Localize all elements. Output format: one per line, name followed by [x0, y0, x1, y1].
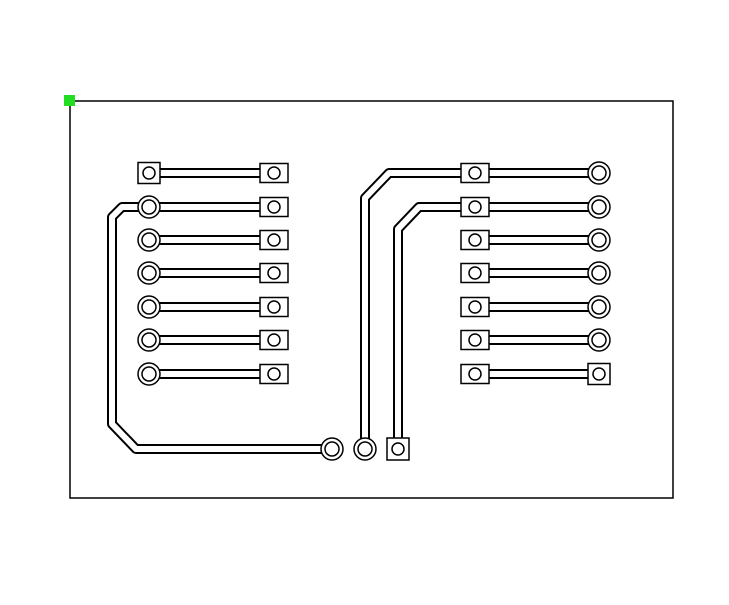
- pad-drill-hole: [142, 166, 156, 180]
- left-end-pad-2: [259, 196, 289, 218]
- left-pin-6: [137, 328, 161, 352]
- route-trace-1: [107, 202, 332, 454]
- right-pin-4: [587, 261, 611, 285]
- left-pin-1-square: [137, 161, 161, 185]
- pad-layer: [137, 161, 611, 461]
- left-end-pad-6: [259, 329, 289, 351]
- route-trace-2: [360, 168, 475, 449]
- right-pin-3: [587, 228, 611, 252]
- bottom-pin-3-square: [386, 437, 410, 461]
- pad-drill-hole: [468, 166, 482, 180]
- right-end-pad-1: [460, 162, 490, 184]
- right-end-pad-5: [460, 296, 490, 318]
- pad-drill-hole: [591, 332, 607, 348]
- left-pin-4: [137, 261, 161, 285]
- right-end-pad-3: [460, 229, 490, 251]
- pad-drill-hole: [591, 199, 607, 215]
- pad-drill-hole: [267, 300, 281, 314]
- right-end-pad-7: [460, 363, 490, 385]
- pad-drill-hole: [468, 266, 482, 280]
- pad-drill-hole: [591, 299, 607, 315]
- pad-drill-hole: [141, 299, 157, 315]
- left-pin-3: [137, 228, 161, 252]
- bottom-pin-2: [353, 437, 377, 461]
- pad-drill-hole: [468, 233, 482, 247]
- pad-drill-hole: [267, 266, 281, 280]
- pad-drill-hole: [267, 333, 281, 347]
- left-end-pad-1: [259, 162, 289, 184]
- right-pin-7-square: [587, 362, 611, 386]
- pad-drill-hole: [357, 441, 373, 457]
- board-outline: [69, 100, 674, 499]
- pad-drill-hole: [141, 265, 157, 281]
- pad-drill-hole: [592, 367, 606, 381]
- right-pin-1: [587, 161, 611, 185]
- pad-drill-hole: [468, 200, 482, 214]
- pad-drill-hole: [267, 233, 281, 247]
- pad-drill-hole: [591, 265, 607, 281]
- origin-marker-icon[interactable]: [64, 95, 75, 106]
- pad-drill-hole: [141, 199, 157, 215]
- right-pin-6: [587, 328, 611, 352]
- left-end-pad-4: [259, 262, 289, 284]
- pad-drill-hole: [267, 166, 281, 180]
- left-pin-7: [137, 362, 161, 386]
- pad-drill-hole: [391, 442, 405, 456]
- pad-drill-hole: [591, 232, 607, 248]
- pad-drill-hole: [324, 441, 340, 457]
- right-end-pad-4: [460, 262, 490, 284]
- pad-drill-hole: [267, 200, 281, 214]
- pad-drill-hole: [591, 165, 607, 181]
- route-trace-3: [393, 202, 475, 449]
- route-trace-1-fill: [109, 204, 332, 452]
- right-end-pad-2: [460, 196, 490, 218]
- route-trace-2-fill: [362, 170, 475, 449]
- pad-drill-hole: [468, 300, 482, 314]
- trace-layer: [107, 168, 599, 454]
- pad-drill-hole: [141, 332, 157, 348]
- right-pin-2: [587, 195, 611, 219]
- pad-drill-hole: [141, 366, 157, 382]
- left-end-pad-7: [259, 363, 289, 385]
- pad-drill-hole: [267, 367, 281, 381]
- bottom-pin-1: [320, 437, 344, 461]
- right-pin-5: [587, 295, 611, 319]
- route-trace-3-fill: [395, 204, 475, 449]
- left-pin-2: [137, 195, 161, 219]
- pad-drill-hole: [468, 367, 482, 381]
- pad-drill-hole: [468, 333, 482, 347]
- right-end-pad-6: [460, 329, 490, 351]
- left-pin-5: [137, 295, 161, 319]
- left-end-pad-5: [259, 296, 289, 318]
- left-end-pad-3: [259, 229, 289, 251]
- pad-drill-hole: [141, 232, 157, 248]
